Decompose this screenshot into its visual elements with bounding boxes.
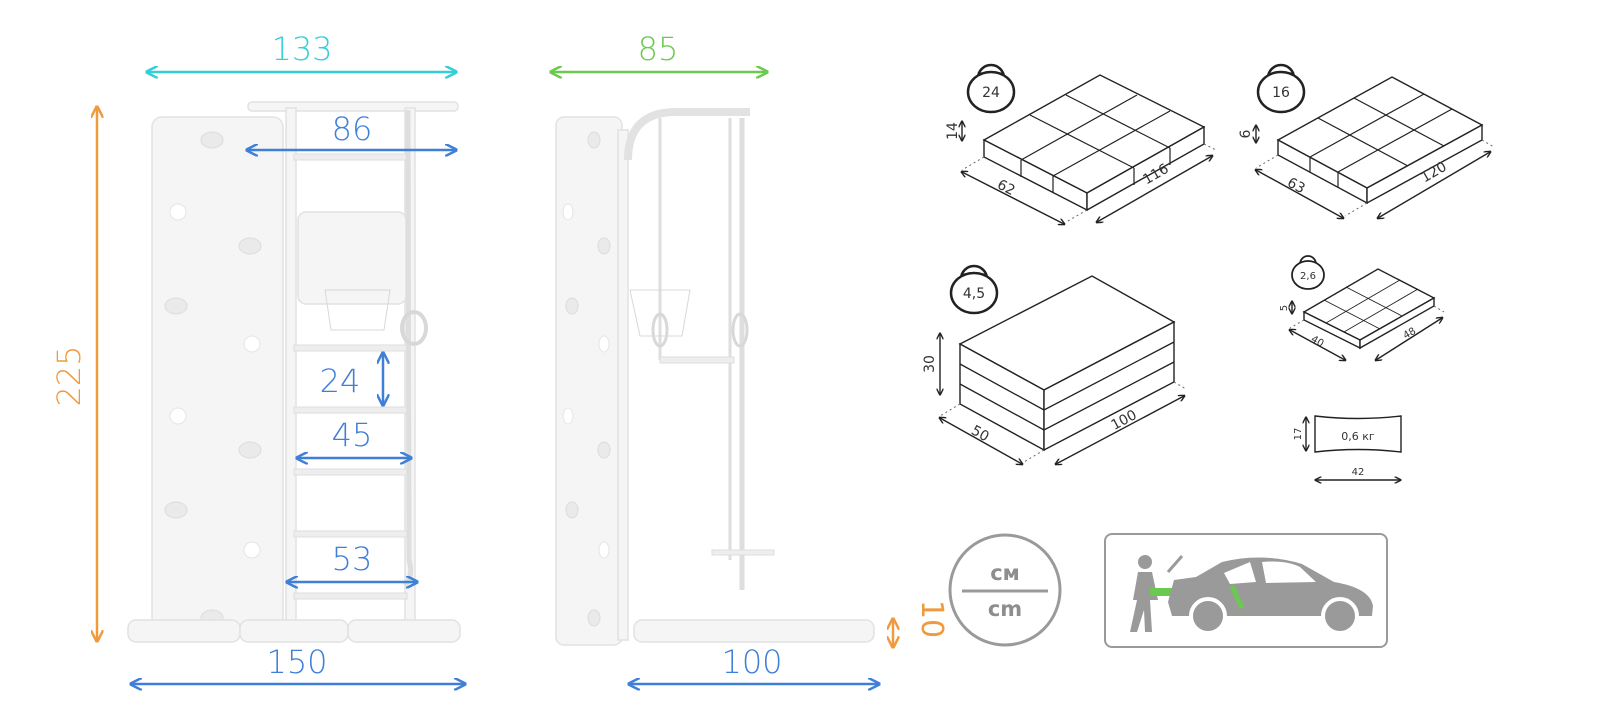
kettlebell-icon [1256,63,1306,114]
kettlebell-icon [966,63,1016,114]
package-3-depth: 50 [968,423,991,446]
package-2-depth: 63 [1284,175,1307,197]
front-view: 133 86 225 24 45 53 150 [50,30,464,684]
units-bottom: cm [988,597,1022,621]
accessory-bag: 0,6 кг 17 42 [1293,415,1402,480]
package-2-height: 6 [1238,129,1254,138]
package-4-weight: 2,6 [1300,271,1316,282]
rung-spacing-label: 24 [320,362,361,400]
units-top: см [990,561,1020,585]
bag-weight: 0,6 кг [1341,430,1375,443]
package-4: 2,6 5 40 48 [1279,255,1444,360]
package-1-weight: 24 [982,85,1000,101]
gym-ring [400,310,428,346]
package-3-height: 30 [922,355,938,373]
ladder-width-label: 45 [332,416,373,454]
package-1-depth: 62 [994,177,1017,199]
package-2-weight: 16 [1272,85,1290,101]
floor-mat [127,619,241,643]
base-width-label: 150 [266,643,327,681]
side-view: 85 100 10 [552,30,949,684]
package-4-length: 48 [1401,326,1418,342]
person-icon [1130,555,1158,632]
bag-width: 42 [1352,467,1365,478]
package-1-height: 14 [945,122,961,140]
bar-width-label: 86 [332,110,373,148]
package-4-height: 5 [1279,305,1290,311]
kettlebell-icon [949,264,999,315]
package-4-depth: 40 [1309,334,1325,350]
depth-top-label: 85 [638,30,679,68]
car-loading-icon [1104,533,1388,648]
climbing-panel [151,116,284,630]
units-icon: см cm [948,533,1062,647]
height-label: 225 [50,345,88,406]
kettlebell-icon [1291,255,1325,290]
bag-height: 17 [1293,428,1304,441]
side-panel [555,116,623,646]
package-3: 4,5 30 50 100 [922,264,1186,464]
package-1: 24 14 62 116 [945,63,1217,224]
width-top-label: 133 [271,30,332,68]
base-ladder-width-label: 53 [332,540,373,578]
mat-length-label: 100 [721,643,782,681]
side-floor-mat [633,619,875,643]
mat-height-label: 10 [914,600,949,638]
package-3-weight: 4,5 [963,286,985,302]
package-2: 16 6 63 120 [1238,63,1495,218]
